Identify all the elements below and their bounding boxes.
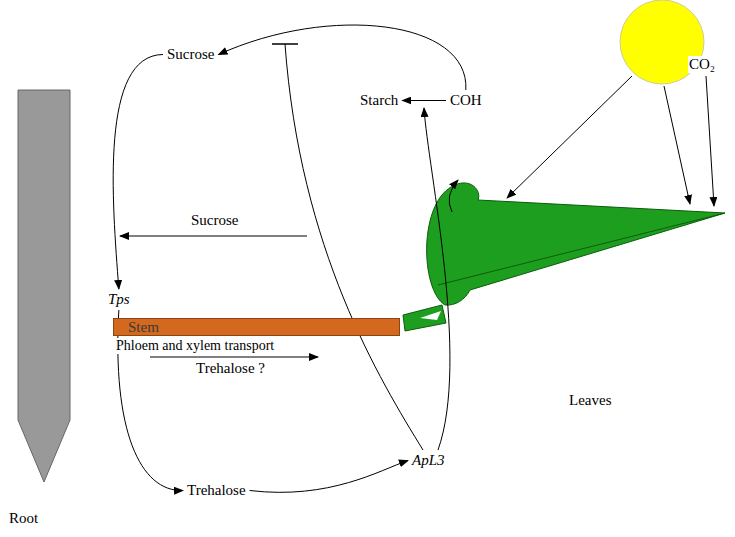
text-node: Starch bbox=[358, 92, 400, 109]
sucrose-flow-arrow bbox=[120, 236, 307, 237]
connector-arrow bbox=[250, 461, 408, 493]
light-arrow bbox=[507, 76, 632, 198]
leaf bbox=[427, 183, 725, 305]
co2-arrow bbox=[706, 76, 714, 206]
inhibition-line bbox=[285, 44, 423, 450]
connector-arrow bbox=[402, 100, 446, 101]
label-text: Root bbox=[8, 510, 39, 527]
leaf-midrib bbox=[438, 213, 725, 285]
text-node: COH bbox=[448, 92, 484, 109]
text-node: ApL3 bbox=[410, 452, 447, 469]
text-node: Sucrose bbox=[165, 46, 217, 63]
node-text: COH bbox=[450, 92, 482, 108]
inhibition-bar bbox=[272, 43, 298, 45]
label-text: Leaves bbox=[568, 392, 612, 409]
label-text: Sucrose bbox=[190, 212, 240, 229]
root-shape bbox=[18, 90, 70, 482]
apl3-to-starch-arrow bbox=[424, 108, 450, 450]
stem-band: Stem bbox=[113, 318, 400, 336]
light-arrow bbox=[664, 86, 690, 204]
node-text: Stem bbox=[114, 319, 159, 335]
trehalose-flow-arrow bbox=[150, 357, 318, 358]
node-text: Sucrose bbox=[167, 46, 215, 62]
petiole bbox=[403, 305, 446, 331]
node-text: Starch bbox=[360, 92, 398, 108]
connector-arrow bbox=[219, 25, 466, 90]
text-node: Tps bbox=[106, 291, 132, 308]
leaf-to-coh-arrow bbox=[449, 180, 458, 212]
node-text: ApL3 bbox=[412, 452, 445, 468]
label-text: Trehalose ? bbox=[195, 360, 266, 377]
label-text: Phloem and xylem transport bbox=[115, 338, 275, 354]
text-node: Trehalose bbox=[185, 482, 248, 499]
connector-arrow bbox=[113, 55, 163, 290]
petiole-notch bbox=[420, 311, 441, 320]
node-text: Tps bbox=[108, 291, 130, 307]
node-text: Trehalose bbox=[187, 482, 246, 498]
label-text: CO₂ bbox=[688, 56, 716, 73]
